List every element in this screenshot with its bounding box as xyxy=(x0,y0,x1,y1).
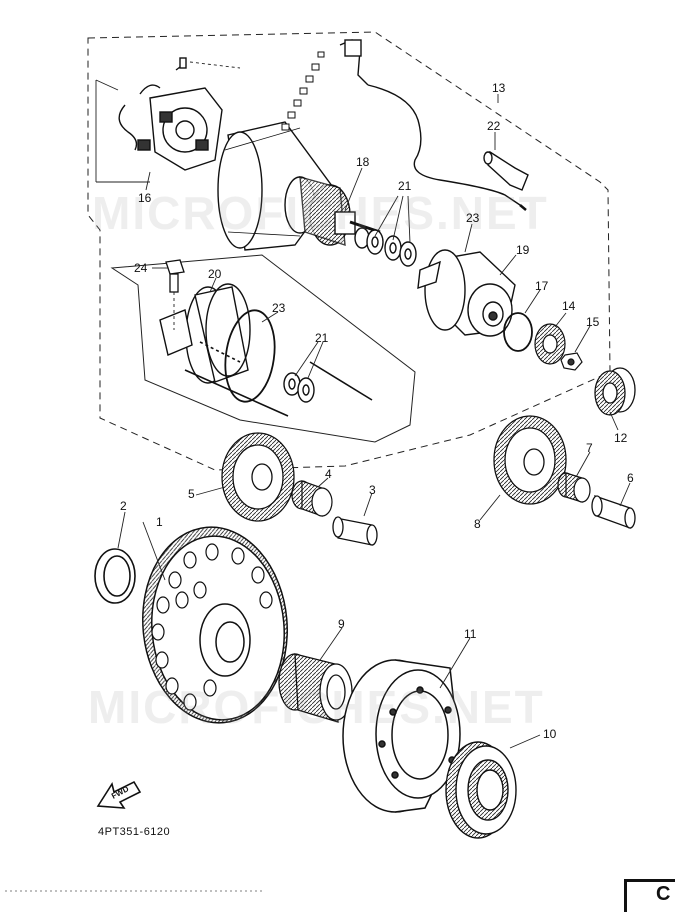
terminal-cap xyxy=(483,150,529,191)
callout-10: 10 xyxy=(543,727,557,741)
assembly-outline-starter-motor xyxy=(87,31,611,471)
idler-gear-large xyxy=(221,432,295,522)
callout-9: 9 xyxy=(338,617,345,631)
part-code: 4PT351-6120 xyxy=(98,826,171,838)
callout-2: 2 xyxy=(120,499,127,513)
shaft-short xyxy=(332,516,378,546)
front-cover xyxy=(417,249,516,337)
washer-set-lower xyxy=(283,372,315,403)
callout-14: 14 xyxy=(562,299,576,313)
callout-21-lower: 21 xyxy=(315,331,329,345)
shaft-right xyxy=(591,495,636,529)
bolt-nut-set xyxy=(281,51,325,131)
starter-wheel-gear xyxy=(142,526,288,724)
leader-lines xyxy=(117,94,631,749)
needle-bearing-large xyxy=(278,653,353,723)
callout-12: 12 xyxy=(614,431,628,445)
callout-19: 19 xyxy=(516,243,530,257)
callout-15: 15 xyxy=(586,315,600,329)
o-ring xyxy=(503,312,533,352)
callout-6: 6 xyxy=(627,471,634,485)
callout-16: 16 xyxy=(138,191,152,205)
callout-22: 22 xyxy=(487,119,501,133)
callout-23-lower: 23 xyxy=(272,301,286,315)
callout-8: 8 xyxy=(474,517,481,531)
brush-holder-assembly xyxy=(118,57,223,171)
armature xyxy=(284,176,381,246)
assembly-outline-housing xyxy=(110,254,416,443)
thrust-ring xyxy=(94,548,136,604)
callout-11: 11 xyxy=(464,627,477,641)
rear-housing xyxy=(159,283,251,384)
o-ring-lower xyxy=(224,309,276,403)
callout-23-upper: 23 xyxy=(466,211,480,225)
pinion-gear xyxy=(534,323,566,365)
bearing xyxy=(594,367,636,416)
idler-gear-right xyxy=(493,415,567,505)
watermark-lower: MICROFICHES.NET xyxy=(88,681,545,733)
watermark-upper: MICROFICHES.NET xyxy=(92,187,549,239)
through-bolts xyxy=(184,341,373,417)
callout-7: 7 xyxy=(586,441,593,455)
lead-wire xyxy=(339,39,527,211)
callout-5: 5 xyxy=(188,487,195,501)
one-way-clutch xyxy=(445,741,517,839)
forward-arrow-icon xyxy=(96,780,142,809)
callout-24: 24 xyxy=(134,261,148,275)
corner-character: C xyxy=(656,883,671,905)
callout-1: 1 xyxy=(156,515,163,529)
washer-set-upper xyxy=(354,227,417,267)
callout-17: 17 xyxy=(535,279,549,293)
corner-frame xyxy=(624,879,675,912)
callout-18: 18 xyxy=(356,155,370,169)
nut xyxy=(560,352,583,371)
callout-21-upper: 21 xyxy=(398,179,412,193)
callout-20: 20 xyxy=(208,267,222,281)
needle-bearing-right xyxy=(557,472,591,503)
callout-13: 13 xyxy=(492,81,506,95)
callout-4: 4 xyxy=(325,467,332,481)
starter-clutch-housing xyxy=(342,659,461,813)
needle-bearing-small xyxy=(291,480,333,517)
bolt xyxy=(165,259,185,293)
callout-3: 3 xyxy=(369,483,376,497)
